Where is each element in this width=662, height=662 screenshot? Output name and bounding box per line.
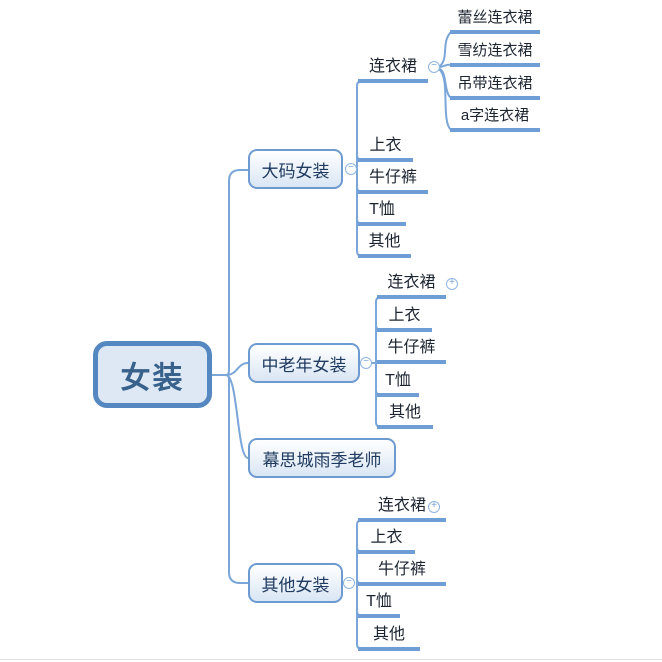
subleaf-topic[interactable]: 蕾丝连衣裙	[450, 4, 540, 34]
leaf-topic[interactable]: T恤	[358, 196, 406, 226]
subleaf-topic[interactable]: 雪纺连衣裙	[450, 37, 540, 67]
branch-topic-teacher[interactable]: 幕思城雨季老师	[248, 438, 396, 478]
subleaf-topic[interactable]: a字连衣裙	[450, 102, 540, 132]
leaf-topic[interactable]: 连衣裙	[358, 492, 446, 522]
root-topic[interactable]: 女装	[93, 341, 212, 408]
collapse-toggle-icon[interactable]: −	[428, 61, 440, 73]
branch1-connector	[225, 169, 249, 376]
fan-curve	[439, 69, 452, 131]
leaf-topic[interactable]: 牛仔裤	[358, 556, 446, 586]
branch-topic-other-womenswear[interactable]: 其他女装	[248, 563, 343, 603]
expand-toggle-icon[interactable]: +	[446, 278, 458, 290]
branch2-connector	[225, 362, 249, 376]
leaf-topic[interactable]: 连衣裙	[377, 269, 446, 299]
leaf-topic[interactable]: 其他	[358, 621, 420, 651]
leaf-topic[interactable]: 上衣	[358, 132, 413, 162]
expand-toggle-icon[interactable]: +	[428, 501, 440, 513]
leaf-topic[interactable]: T恤	[358, 588, 400, 618]
leaf-topic[interactable]: 上衣	[377, 302, 432, 332]
fan-curve	[439, 31, 452, 67]
collapse-toggle-icon[interactable]: −	[345, 163, 357, 175]
branch-topic-plus-size[interactable]: 大码女装	[248, 149, 343, 189]
leaf-topic[interactable]: 其他	[358, 228, 411, 258]
branch-topic-middle-aged[interactable]: 中老年女装	[248, 343, 360, 383]
dress-subchildren-connectors	[439, 31, 452, 131]
leaf-topic[interactable]: 牛仔裤	[377, 334, 446, 364]
leaf-topic[interactable]: 上衣	[358, 524, 415, 554]
leaf-topic[interactable]: 其他	[377, 399, 433, 429]
branch4-connector	[225, 374, 249, 584]
trunk-connectors	[211, 169, 249, 584]
subleaf-topic[interactable]: 吊带连衣裙	[450, 70, 540, 100]
collapse-toggle-icon[interactable]: −	[343, 577, 355, 589]
fan-curve	[439, 63, 452, 68]
canvas-bottom-edge	[0, 659, 662, 660]
leaf-topic[interactable]: T恤	[377, 367, 419, 397]
leaf-topic[interactable]: 牛仔裤	[358, 164, 428, 194]
leaf-topic[interactable]: 连衣裙	[358, 53, 428, 83]
collapse-toggle-icon[interactable]: −	[360, 357, 372, 369]
